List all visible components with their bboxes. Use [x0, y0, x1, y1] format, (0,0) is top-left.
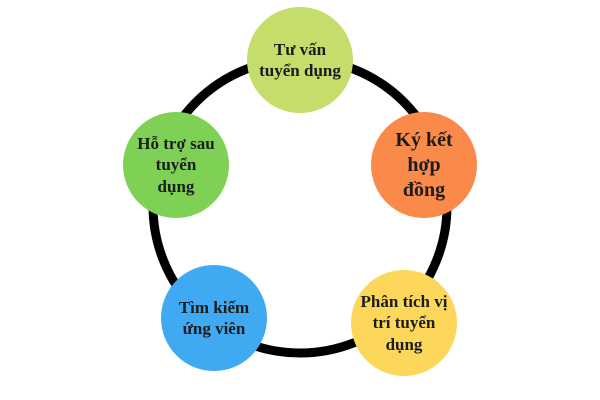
node-label: Hỗ trợ sautuyểndụng: [137, 134, 215, 196]
node-ho-tro-sau-tuyen-dung: Hỗ trợ sautuyểndụng: [123, 112, 229, 218]
node-label: Phân tích vịtrí tuyểndụng: [360, 292, 448, 354]
node-label: Tìm kiếmứng viên: [178, 297, 250, 338]
node-label: Ký kết hợpđồng: [395, 128, 453, 201]
node-label: Tư vấntuyển dụng: [259, 39, 341, 80]
node-ky-ket-hop-dong: Ký kết hợpđồng: [371, 112, 477, 218]
node-tu-van-tuyen-dung: Tư vấntuyển dụng: [247, 7, 353, 113]
node-phan-tich-vi-tri-tuyen-dung: Phân tích vịtrí tuyểndụng: [351, 270, 457, 376]
node-tim-kiem-ung-vien: Tìm kiếmứng viên: [161, 265, 267, 371]
